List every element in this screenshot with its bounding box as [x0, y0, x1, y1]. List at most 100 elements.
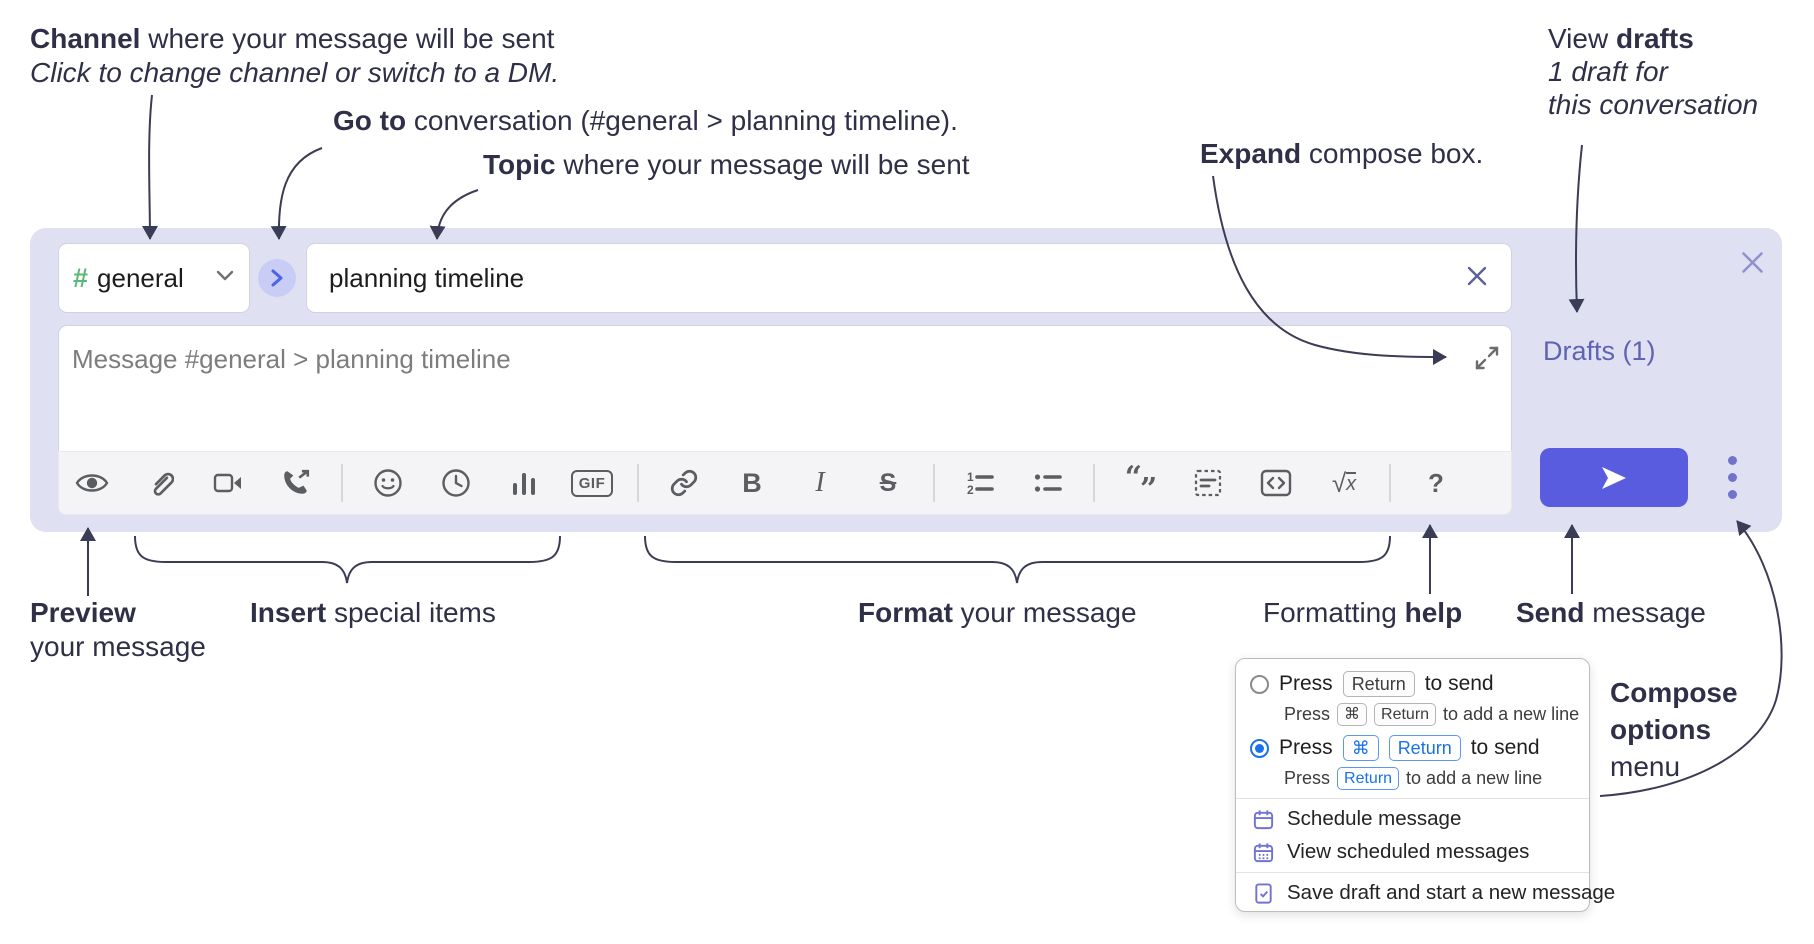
toolbar-divider — [1389, 464, 1391, 502]
option2-pre: Press — [1279, 736, 1333, 759]
annotation-preview-bold: Preview — [30, 597, 136, 628]
topic-input[interactable]: planning timeline — [306, 243, 1512, 313]
cmd-keycap: ⌘ — [1342, 735, 1379, 761]
menu-item-view-scheduled[interactable]: View scheduled messages — [1252, 840, 1529, 864]
calendar-icon — [1253, 809, 1274, 829]
annotation-channel: Channel where your message will be sent … — [30, 22, 559, 90]
option1-pre: Press — [1279, 672, 1333, 695]
drafts-link[interactable]: Drafts (1) — [1543, 336, 1656, 366]
annotation-preview-line2: your message — [30, 631, 206, 662]
italic-button[interactable]: I — [815, 467, 825, 498]
blockquote-button[interactable]: “” — [1117, 460, 1163, 507]
annotation-channel-bold: Channel — [30, 23, 141, 54]
annotation-insert-rest: special items — [326, 597, 496, 628]
radio-unselected-icon[interactable] — [1250, 674, 1269, 694]
recent-clock-button[interactable] — [433, 460, 479, 506]
annotation-formatting-help: Formatting help — [1263, 596, 1462, 630]
annotation-channel-line2: Click to change channel or switch to a D… — [30, 57, 560, 88]
calendar-grid-icon — [1253, 842, 1274, 862]
menu-item-label: Save draft and start a new message — [1287, 881, 1616, 904]
menu-divider — [1236, 798, 1589, 799]
menu-option2-subtext: Press Return to add a new line — [1284, 767, 1542, 790]
svg-text:2: 2 — [967, 483, 974, 497]
document-check-icon — [1255, 882, 1272, 904]
channel-selector[interactable]: # general — [58, 243, 250, 313]
menu-option-return-to-send[interactable]: Press Return to send — [1250, 671, 1494, 697]
toolbar-divider — [1093, 464, 1095, 502]
annotation-formatting-help-pre: Formatting — [1263, 597, 1405, 628]
compose-options-button[interactable] — [1714, 448, 1750, 507]
annotation-goto: Go to conversation (#general > planning … — [333, 104, 958, 138]
annotation-expand-bold: Expand — [1200, 138, 1302, 169]
preview-button[interactable] — [69, 460, 115, 506]
close-icon — [1742, 252, 1763, 273]
message-placeholder: Message #general > planning timeline — [72, 344, 511, 374]
sqrt-var: x — [1346, 472, 1357, 495]
gif-button[interactable]: GIF — [569, 460, 615, 506]
audio-call-button[interactable] — [273, 460, 319, 506]
annotation-format-bold: Format — [858, 597, 953, 628]
annotation-insert-bold: Insert — [250, 597, 327, 628]
menu-option-cmd-return-to-send[interactable]: Press ⌘ Return to send — [1250, 735, 1540, 761]
emoji-button[interactable] — [365, 460, 411, 506]
return-keycap: Return — [1342, 671, 1415, 697]
kebab-dot — [1727, 490, 1737, 499]
annotation-send: Send message — [1516, 596, 1706, 630]
menu-item-save-draft[interactable]: Save draft and start a new message — [1252, 881, 1615, 905]
annotation-formatting-help-bold: help — [1404, 597, 1463, 628]
formatting-help-button[interactable]: ? — [1428, 467, 1444, 498]
poll-chart-button[interactable] — [501, 460, 547, 506]
channel-hash-icon: # — [73, 262, 89, 293]
bold-button[interactable]: B — [742, 467, 762, 498]
annotation-compose-bold2: options — [1610, 714, 1712, 745]
bulleted-list-button[interactable] — [1025, 460, 1071, 506]
annotation-expand: Expand compose box. — [1200, 137, 1483, 171]
channel-name: general — [97, 262, 184, 293]
toolbar-divider — [933, 464, 935, 502]
menu-item-label: View scheduled messages — [1287, 840, 1530, 863]
menu-item-schedule-message[interactable]: Schedule message — [1252, 807, 1461, 831]
sqrt-sign: √ — [1331, 467, 1347, 498]
code-block-button[interactable] — [1185, 460, 1231, 506]
code-button[interactable] — [1253, 460, 1299, 506]
option1-post: to send — [1424, 672, 1494, 695]
annotation-view-drafts-bold: drafts — [1615, 23, 1694, 54]
video-clip-button[interactable] — [205, 460, 251, 506]
return-keycap: Return — [1374, 703, 1437, 726]
toolbar-divider — [637, 464, 639, 502]
clear-topic-button[interactable] — [1465, 264, 1489, 293]
return-keycap: Return — [1337, 767, 1400, 790]
annotation-view-drafts: View drafts 1 draft for this conversatio… — [1548, 22, 1758, 121]
send-button[interactable] — [1540, 448, 1688, 507]
attach-file-button[interactable] — [137, 460, 183, 506]
option1-sub-post: to add a new line — [1443, 704, 1580, 724]
arrow-goto — [270, 147, 323, 240]
go-to-conversation-button[interactable] — [258, 259, 296, 297]
annotation-format: Format your message — [858, 596, 1137, 630]
kebab-dot — [1727, 473, 1737, 482]
close-compose-button[interactable] — [1739, 249, 1766, 281]
brace-format — [644, 535, 1391, 584]
quote-close: ” — [1140, 471, 1157, 507]
expand-compose-button[interactable] — [1474, 345, 1500, 376]
menu-item-label: Schedule message — [1287, 807, 1462, 830]
annotation-goto-rest: conversation (#general > planning timeli… — [406, 105, 958, 136]
math-latex-button[interactable]: √x — [1321, 460, 1367, 506]
annotation-topic-bold: Topic — [483, 149, 556, 180]
annotation-view-drafts-pre: View — [1548, 23, 1616, 54]
annotation-send-rest: message — [1584, 597, 1706, 628]
annotation-view-drafts-line3: this conversation — [1548, 89, 1759, 120]
radio-selected-icon[interactable] — [1250, 738, 1269, 758]
cmd-keycap: ⌘ — [1337, 703, 1368, 726]
chevron-right-icon — [271, 269, 283, 287]
annotation-send-bold: Send — [1516, 597, 1585, 628]
annotation-format-rest: your message — [952, 597, 1137, 628]
link-button[interactable] — [661, 460, 707, 506]
option2-sub-pre: Press — [1284, 768, 1331, 788]
annotation-compose-options: Compose options menu — [1610, 674, 1738, 785]
topic-value: planning timeline — [329, 262, 525, 293]
annotation-expand-rest: compose box. — [1301, 138, 1484, 169]
strikethrough-button[interactable]: S — [879, 468, 897, 497]
